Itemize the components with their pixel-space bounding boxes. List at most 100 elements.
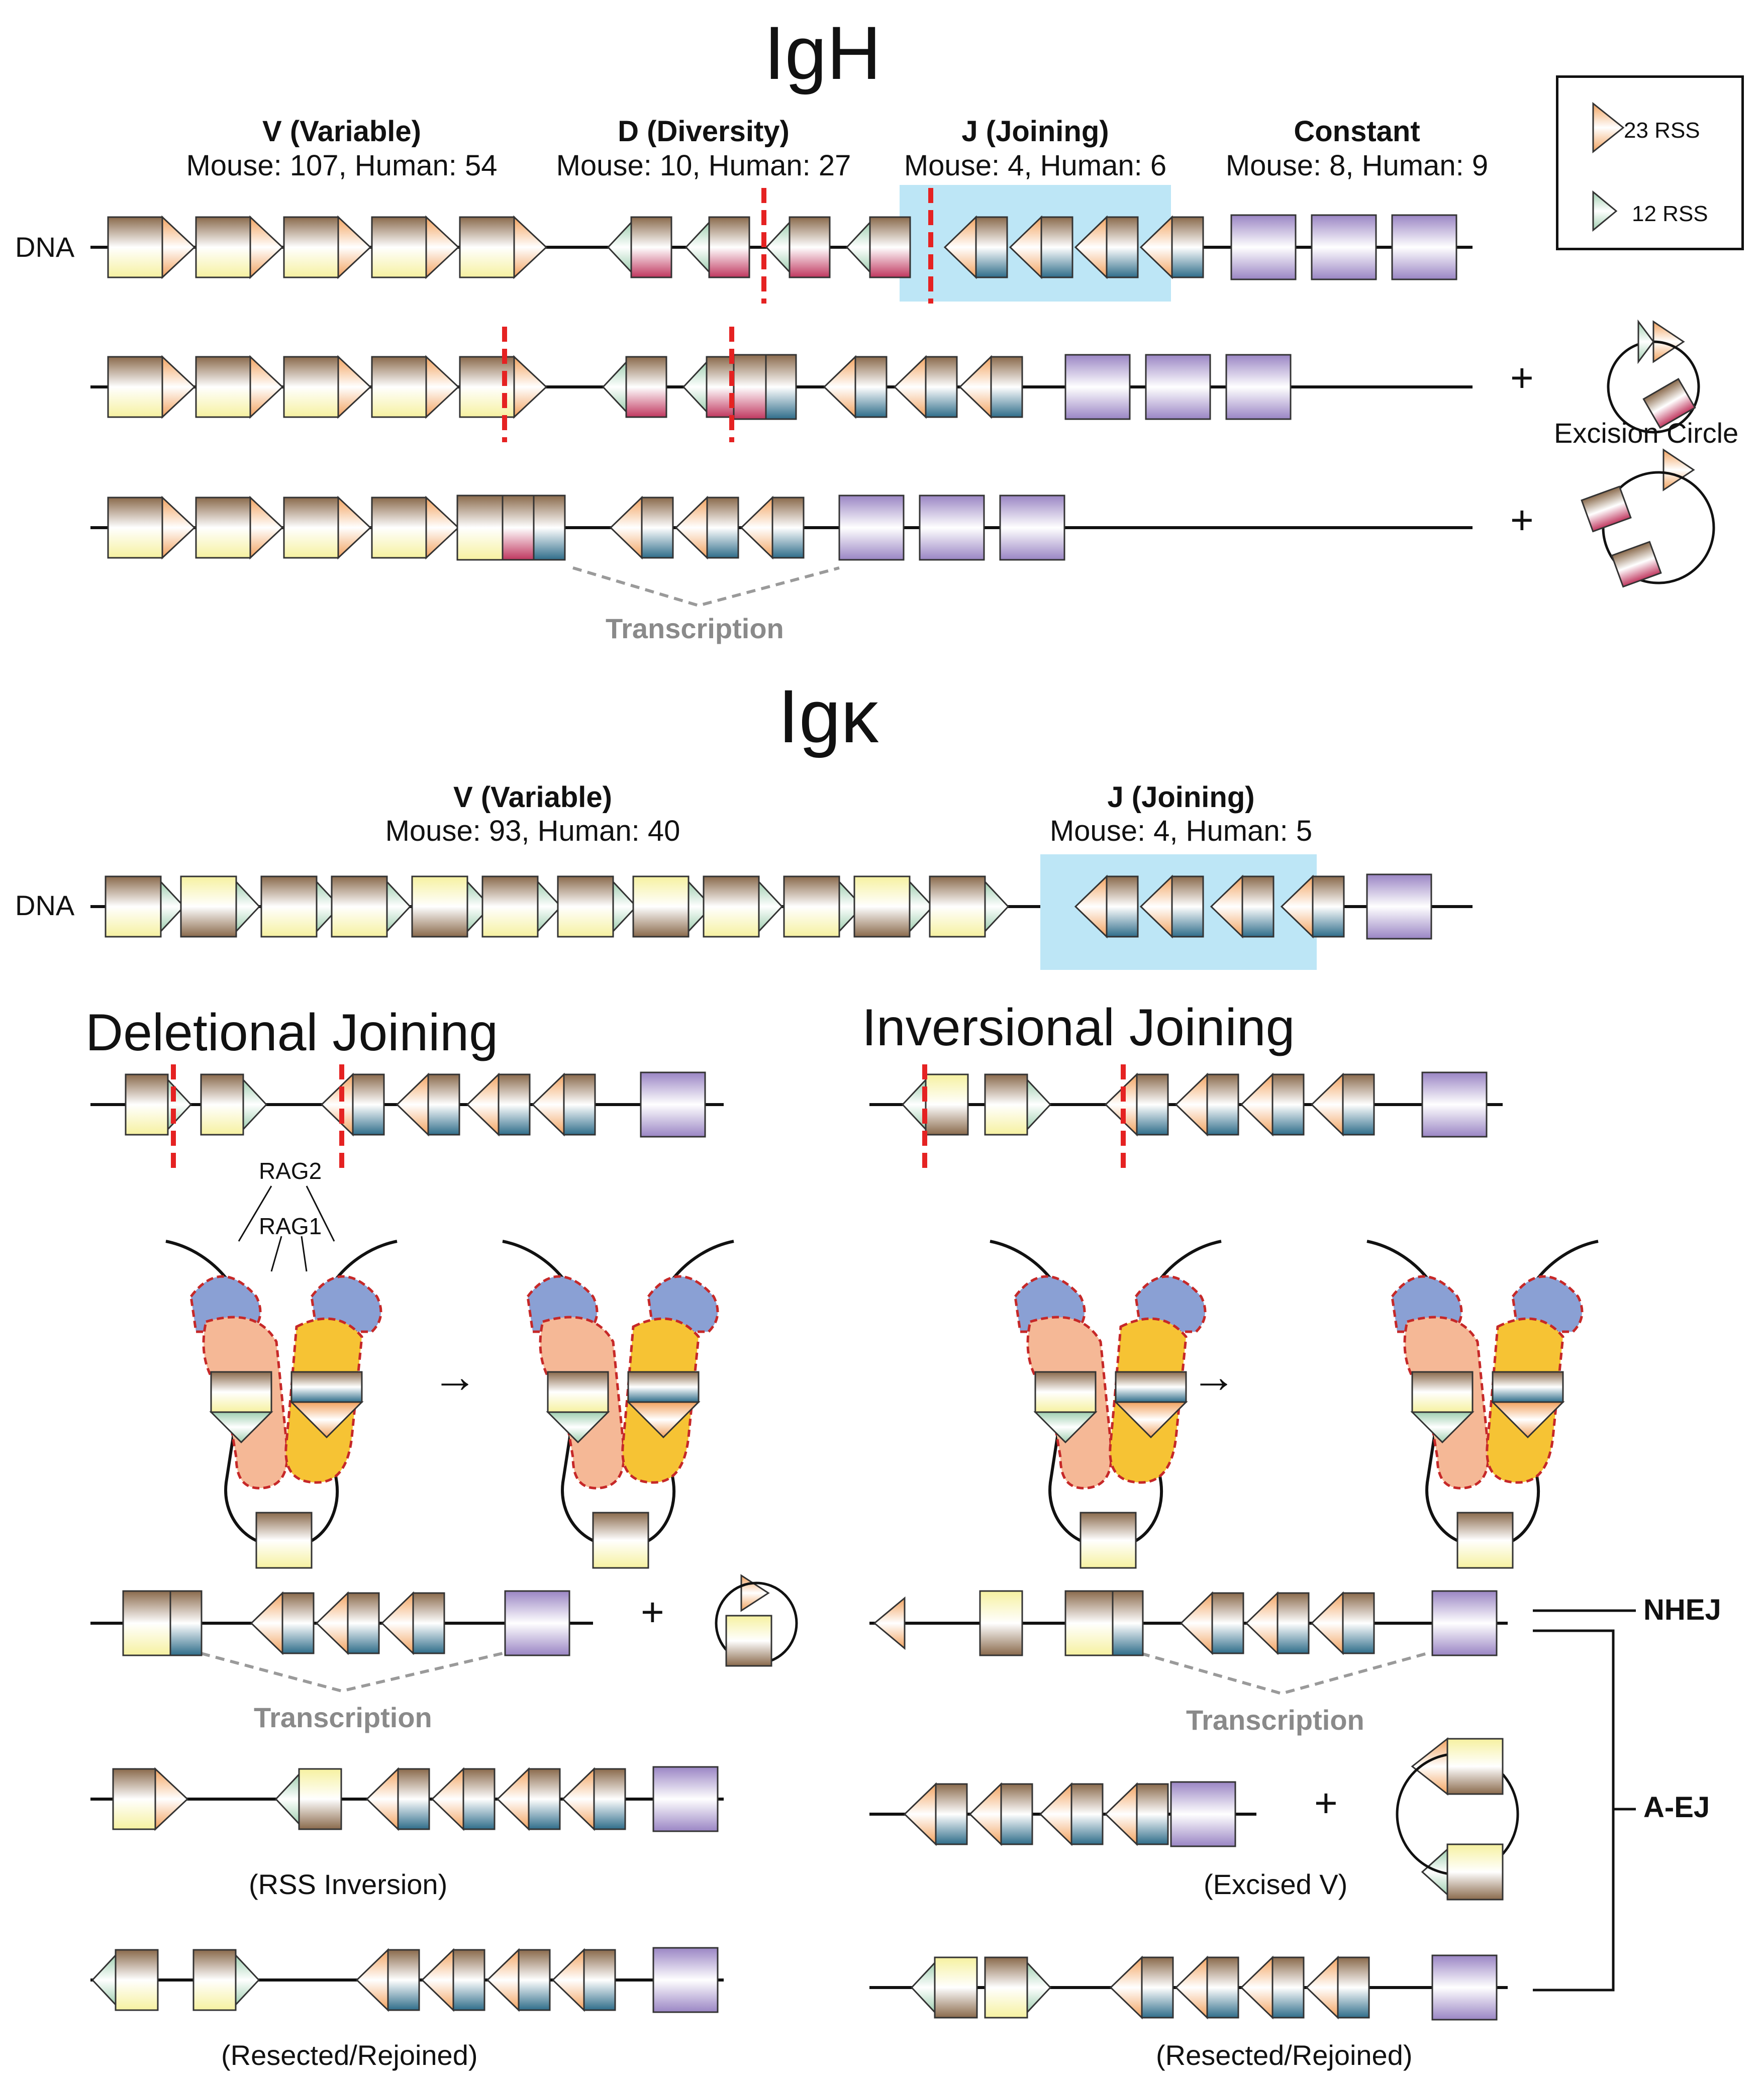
rss-23 — [496, 1767, 530, 1831]
constant-segment — [504, 1590, 570, 1656]
deletional-transcription-label: Transcription — [254, 1702, 432, 1733]
rss-12 — [316, 879, 341, 934]
constant-segment — [919, 494, 985, 561]
segment-J — [1112, 1590, 1144, 1656]
rss-23 — [365, 1767, 399, 1831]
rss-23 — [1310, 1072, 1344, 1137]
segment-J — [583, 1949, 616, 2011]
segment-V — [725, 1615, 772, 1667]
rss-12 — [684, 220, 710, 274]
segment-J — [627, 1371, 700, 1403]
segment-J — [169, 1590, 203, 1656]
segment-V — [200, 1073, 244, 1136]
segment-J — [1312, 875, 1345, 938]
segment-V — [984, 1073, 1028, 1136]
segment-V — [1446, 1738, 1504, 1795]
segment-J — [1106, 216, 1139, 278]
rss-23 — [337, 215, 372, 279]
pointer-arrow — [270, 1236, 282, 1272]
rss-23 — [161, 496, 196, 560]
rss-12 — [1026, 1960, 1052, 2015]
rss-12 — [91, 1953, 117, 2007]
segment-Vr — [411, 875, 468, 938]
segment-J — [1206, 1073, 1239, 1136]
segment-J — [1342, 1592, 1375, 1654]
igh-v-count: Mouse: 107, Human: 54 — [186, 149, 498, 182]
segment-V — [1080, 1512, 1137, 1569]
segment-V — [125, 1073, 169, 1136]
excision-circle-label: Excision Circle — [1554, 417, 1739, 449]
segment-V — [1064, 1590, 1114, 1656]
rss-12 — [984, 879, 1010, 934]
constant-segment — [1431, 1954, 1498, 2021]
igh-j-name: J (Joining) — [961, 115, 1109, 148]
segment-V — [371, 216, 427, 278]
segment-V — [105, 875, 162, 938]
segment-J — [427, 1073, 460, 1136]
segment-J — [1206, 1956, 1239, 2019]
rss-23 — [1109, 1955, 1143, 2020]
rss-23 — [380, 1591, 414, 1655]
igk-title: Igκ — [778, 674, 879, 758]
segment-D — [630, 216, 672, 278]
segment-J — [765, 354, 797, 420]
segment-J — [1271, 1956, 1305, 2019]
segment-J — [1271, 1073, 1305, 1136]
rss-23 — [425, 496, 460, 560]
rss-23 — [1305, 1955, 1339, 2020]
constant-segment — [1145, 354, 1211, 420]
segment-Vr — [298, 1768, 342, 1830]
deletional-arrow: → — [432, 1352, 477, 1402]
rss-23 — [958, 355, 992, 419]
segment-J — [1171, 216, 1204, 278]
rss-12 — [242, 1077, 268, 1132]
segment-J — [935, 1783, 968, 1845]
constant-segment — [1064, 354, 1131, 420]
segment-J — [1136, 1783, 1169, 1845]
pointer-arrow — [238, 1185, 272, 1242]
rss-23 — [626, 1401, 701, 1439]
rss-23 — [561, 1767, 595, 1831]
segment-J — [1040, 216, 1073, 278]
rss-12 — [386, 879, 412, 934]
segment-V — [783, 875, 840, 938]
rss-23 — [249, 496, 284, 560]
gene-segments — [91, 102, 1695, 2021]
rss-23 — [1310, 1591, 1344, 1655]
segment-J — [518, 1949, 551, 2011]
segment-Vr — [925, 1073, 969, 1136]
segment-J — [563, 1073, 596, 1136]
segment-V — [195, 356, 251, 418]
segment-V — [195, 216, 251, 278]
rss-12 — [546, 1411, 610, 1444]
segment-V — [107, 216, 163, 278]
segment-Vr — [632, 875, 690, 938]
rss-12 — [607, 220, 632, 274]
rss-23 — [161, 215, 196, 279]
igk-dna-label: DNA — [15, 889, 75, 921]
segment-D — [1581, 485, 1632, 533]
cut-sites — [171, 188, 1126, 1171]
rss-23 — [513, 355, 548, 419]
igh-d-count: Mouse: 10, Human: 27 — [556, 149, 851, 182]
igk-v-name: V (Variable) — [453, 781, 612, 814]
segment-V — [592, 1512, 649, 1569]
constant-segment — [652, 1947, 719, 2013]
constant-segment — [1311, 214, 1377, 280]
rss-12 — [209, 1411, 273, 1444]
constant-segment — [999, 494, 1065, 561]
segment-V — [195, 497, 251, 559]
rss-23 — [421, 1948, 454, 2012]
segment-Vr — [934, 1956, 978, 2019]
segment-V — [557, 875, 614, 938]
rss-23 — [249, 355, 284, 419]
segment-J — [347, 1592, 380, 1654]
rss-23 — [337, 496, 372, 560]
segment-J — [462, 1768, 496, 1830]
igk-j-name: J (Joining) — [1107, 781, 1255, 814]
legend-23-rss-shape — [1592, 102, 1625, 154]
segment-J — [290, 1371, 363, 1403]
segment-J — [1115, 1371, 1187, 1403]
segment-V — [459, 216, 515, 278]
rss-23 — [1662, 448, 1695, 491]
